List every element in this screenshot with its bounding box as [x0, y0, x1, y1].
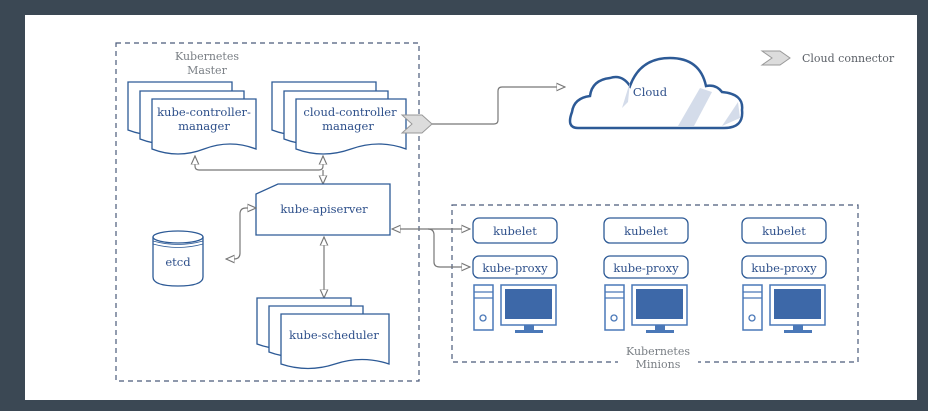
kube-proxy-3-label: kube-proxy: [751, 261, 817, 275]
kube-proxy-1[interactable]: kube-proxy: [472, 255, 558, 279]
ccm-kcm-link: [195, 156, 323, 171]
connector-to-cloud: [432, 87, 565, 125]
cloud-connector-legend-icon: [760, 50, 791, 66]
kube-controller-manager[interactable]: kube-controller- manager: [127, 81, 257, 155]
computer-icon: [742, 284, 826, 333]
kubelet-2-label: kubelet: [624, 224, 668, 238]
minion-node-2: kubelet kube-proxy: [603, 217, 689, 333]
kube-apiserver-label: kube-apiserver: [280, 202, 368, 216]
cloud-connector-icon: [400, 114, 433, 134]
kube-proxy-2-label: kube-proxy: [613, 261, 679, 275]
legend: Cloud connector: [760, 50, 895, 66]
kube-proxy-2[interactable]: kube-proxy: [603, 255, 689, 279]
kube-scheduler-label: kube-scheduler: [289, 328, 379, 342]
legend-cloud-connector: Cloud connector: [802, 52, 895, 65]
etcd-label: etcd: [165, 255, 191, 269]
etcd[interactable]: etcd: [152, 230, 204, 287]
cloud-controller-manager-label-1: cloud-controller: [303, 105, 397, 119]
computer-icon: [473, 284, 557, 333]
minions-title-bg: [618, 352, 698, 368]
kubelet-1-label: kubelet: [493, 224, 537, 238]
kubelet-1[interactable]: kubelet: [472, 217, 558, 244]
cloud-controller-manager-label-2: manager: [322, 119, 374, 133]
cloud-controller-manager[interactable]: cloud-controller manager: [271, 81, 407, 155]
cloud[interactable]: Cloud: [568, 56, 744, 130]
kube-proxy-1-label: kube-proxy: [482, 261, 548, 275]
etcd-apiserver-link: [226, 208, 256, 259]
kube-controller-manager-label-2: manager: [178, 119, 230, 133]
master-title-line2: Master: [187, 64, 227, 77]
minion-node-3: kubelet kube-proxy: [741, 217, 827, 333]
minions-title-line2: Minions: [636, 358, 681, 371]
kubelet-3[interactable]: kubelet: [741, 217, 827, 244]
kubelet-2[interactable]: kubelet: [603, 217, 689, 244]
apiserver-kubeproxy-link: [427, 228, 470, 267]
computer-icon: [604, 284, 688, 333]
master-title-line1: Kubernetes: [175, 50, 239, 63]
kube-scheduler[interactable]: kube-scheduler: [256, 297, 390, 370]
kube-apiserver[interactable]: kube-apiserver: [255, 183, 391, 236]
kubelet-3-label: kubelet: [762, 224, 806, 238]
master-boundary: [115, 42, 420, 382]
cloud-label: Cloud: [633, 85, 668, 99]
diagram-panel: [25, 15, 917, 400]
minions-title-line1: Kubernetes: [626, 345, 690, 358]
kube-controller-manager-label-1: kube-controller-: [157, 105, 251, 119]
kube-proxy-3[interactable]: kube-proxy: [741, 255, 827, 279]
minion-node-1: kubelet kube-proxy: [472, 217, 558, 333]
